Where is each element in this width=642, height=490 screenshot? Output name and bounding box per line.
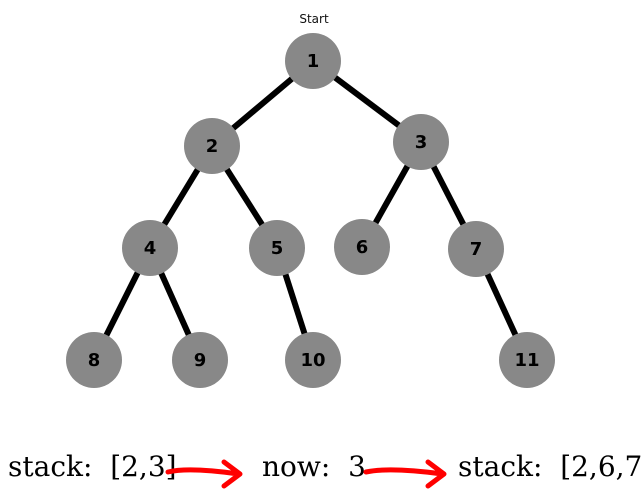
node-circle [285, 332, 341, 388]
node-label: 8 [88, 350, 101, 371]
tree-node-4: 4 [122, 220, 178, 276]
tree-node-6: 6 [334, 219, 390, 275]
node-label: 2 [206, 136, 219, 157]
node-circle [66, 332, 122, 388]
node-label: 10 [300, 350, 325, 371]
stack-after-caption: stack: [2,6,7] [458, 450, 642, 483]
node-label: 1 [307, 51, 320, 72]
tree-edges [91, 58, 530, 362]
node-label: 5 [271, 238, 284, 259]
node-circle [249, 220, 305, 276]
node-circle [334, 219, 390, 275]
now-caption: now: 3 [262, 450, 366, 483]
tree-node-3: 3 [393, 114, 449, 170]
tree-node-2: 2 [184, 118, 240, 174]
tree-node-5: 5 [249, 220, 305, 276]
node-label: 6 [356, 237, 369, 258]
node-label: 11 [514, 350, 539, 371]
node-circle [285, 33, 341, 89]
tree-nodes: 1 2 3 4 5 6 7 8 9 10 11 [66, 33, 555, 388]
tree-node-8: 8 [66, 332, 122, 388]
tree-node-11: 11 [499, 332, 555, 388]
node-circle [184, 118, 240, 174]
arrow-right-icon [363, 459, 447, 489]
node-circle [499, 332, 555, 388]
stack-before-caption: stack: [2,3] [8, 450, 177, 483]
tree-node-9: 9 [172, 332, 228, 388]
start-label: Start [299, 12, 329, 26]
node-label: 3 [415, 132, 428, 153]
node-label: 4 [144, 238, 157, 259]
tree-node-7: 7 [448, 221, 504, 277]
node-circle [122, 220, 178, 276]
tree-node-10: 10 [285, 332, 341, 388]
node-circle [172, 332, 228, 388]
node-label: 7 [470, 239, 483, 260]
node-label: 9 [194, 350, 207, 371]
node-circle [393, 114, 449, 170]
tree-node-1: 1 [285, 33, 341, 89]
node-circle [448, 221, 504, 277]
arrow-right-icon [165, 459, 243, 489]
